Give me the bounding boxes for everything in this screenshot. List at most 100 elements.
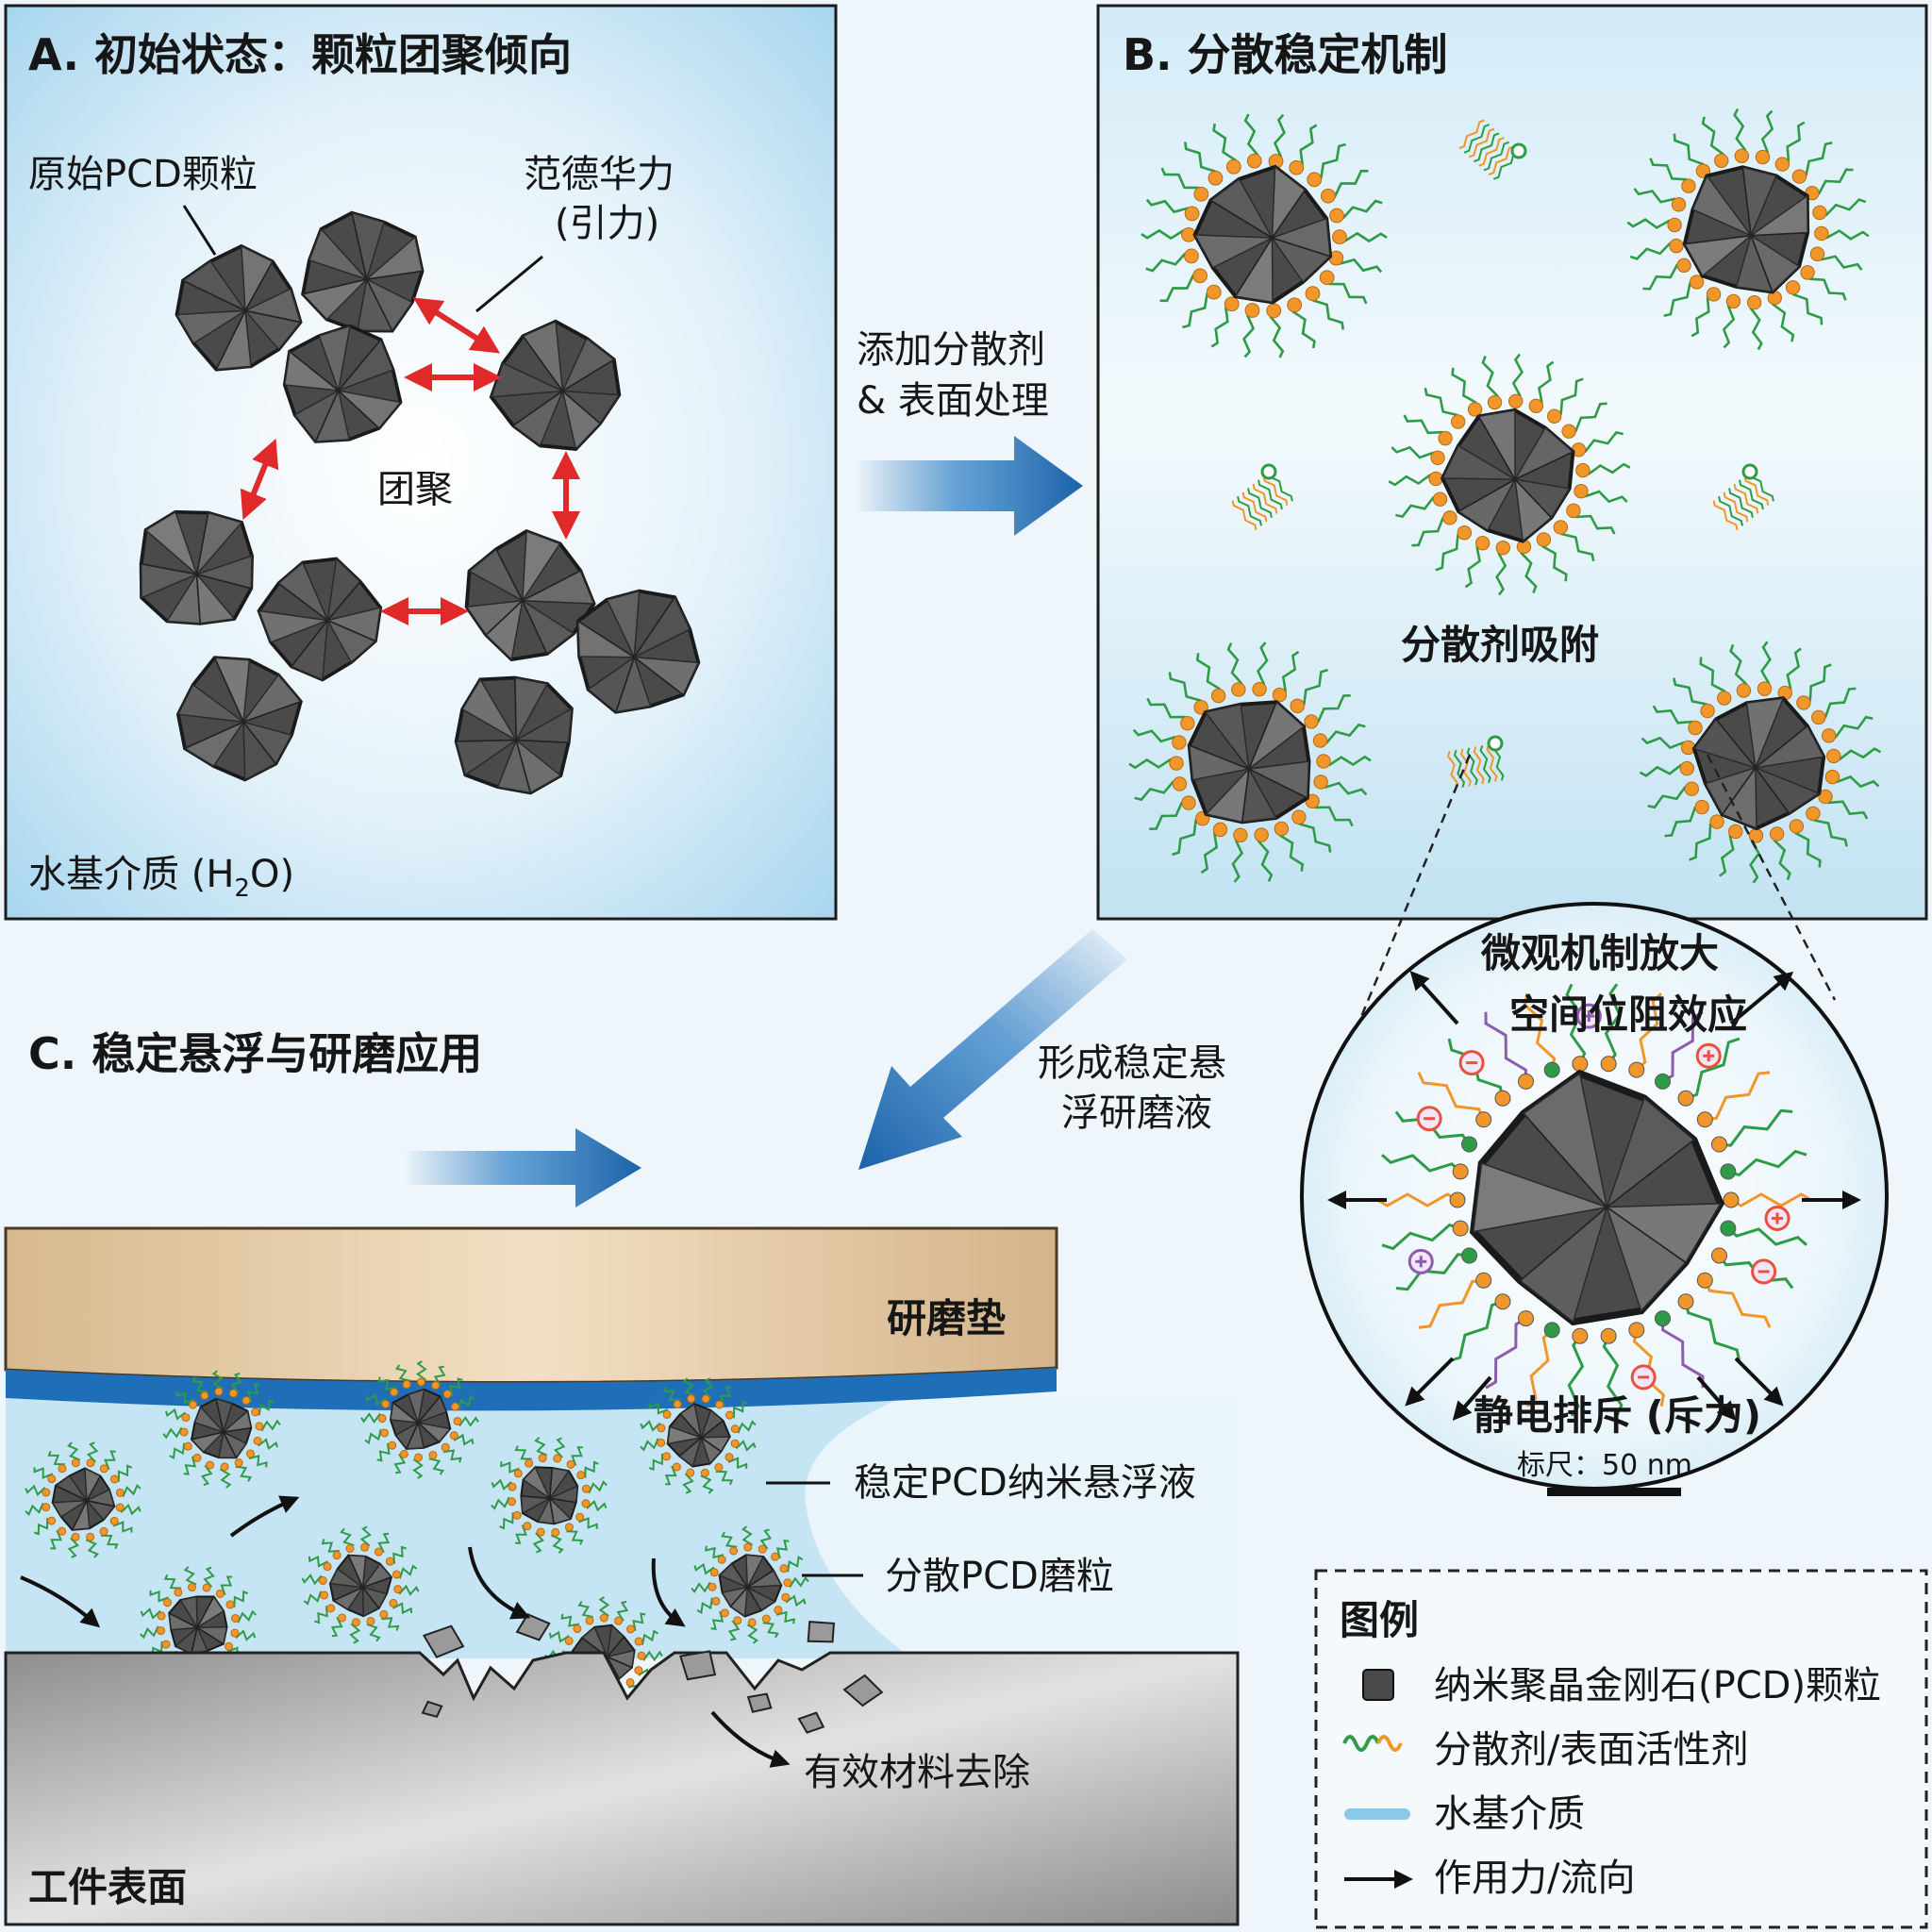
arrow-b-to-c: 形成稳定悬 浮研磨液 (858, 929, 1226, 1170)
panel-a-frame (4, 4, 838, 921)
label-polishing-pad: 研磨垫 (887, 1295, 1006, 1341)
label-form-suspension-1: 形成稳定悬 (1038, 1041, 1226, 1085)
repulsion-arrow (1729, 971, 1794, 1025)
debris-chip (421, 1700, 443, 1719)
arrow-a-to-b: 添加分散剂 & 表面处理 (854, 328, 1083, 536)
label-agglomeration: 团聚 (377, 468, 453, 511)
debris-chip (679, 1650, 717, 1681)
label-workpiece: 工件表面 (28, 1864, 187, 1910)
flow-arrow (710, 1710, 791, 1768)
panel-c-title: C. 稳定悬浮与研磨应用 (28, 1028, 482, 1079)
label-surface-treatment: & 表面处理 (857, 379, 1049, 423)
zoom-view: 微观机制放大 空间位阻效应 静电排斥 (斥力) 标尺：50 nm (1300, 754, 1889, 1496)
pcd-particle (1440, 408, 1575, 543)
free-surfactant (1231, 463, 1293, 531)
scale-label: 标尺：50 nm (1517, 1449, 1692, 1482)
pcd-particle (1192, 164, 1333, 305)
flow-arrow (20, 1575, 101, 1628)
label-form-suspension-2: 浮研磨液 (1061, 1091, 1212, 1135)
repulsion-arrow (1409, 971, 1459, 1025)
label-dispersant-adsorption: 分散剂吸附 (1401, 622, 1599, 668)
removed-debris (421, 1613, 884, 1734)
label-van-der-waals: 范德华力 (524, 153, 675, 196)
legend-label-force: 作用力/流向 (1434, 1857, 1635, 1900)
label-material-removal: 有效材料去除 (804, 1751, 1030, 1794)
pcd-particle (1682, 165, 1810, 294)
pcd-particle-icon (1362, 1669, 1394, 1701)
pcd-particle (168, 1595, 228, 1655)
coated-particle (1626, 108, 1870, 351)
flow-arrow (468, 1546, 531, 1620)
dispersed-particles (1128, 108, 1882, 884)
label-dispersed-abrasive: 分散PCD磨粒 (885, 1555, 1114, 1598)
zoom-title: 微观机制放大 (1480, 930, 1719, 976)
free-surfactants (1231, 119, 1774, 789)
pcd-particle (389, 1388, 452, 1451)
flow-arrow (651, 1557, 686, 1627)
debris-chip (797, 1711, 825, 1734)
legend-title: 图例 (1340, 1597, 1419, 1643)
blue-arrow-right (854, 436, 1083, 536)
label-water-medium: 水基介质 (H2O) (28, 853, 294, 903)
van-der-waals-arrows (240, 297, 580, 625)
legend-label-surfactant: 分散剂/表面活性剂 (1434, 1728, 1748, 1772)
suspension-meniscus (805, 1396, 1238, 1660)
label-steric-hindrance: 空间位阻效应 (1509, 991, 1747, 1038)
coated-particle (1639, 641, 1882, 884)
pcd-particle (718, 1554, 783, 1618)
free-surfactant (1447, 735, 1505, 789)
panel-a: A. 初始状态：颗粒团聚倾向 原始PCD颗粒 范德华力 (引力) 团聚 水基介质… (4, 4, 838, 921)
blue-arrow-diagonal (858, 929, 1127, 1170)
pcd-particle (489, 319, 622, 451)
leader-line (475, 255, 543, 313)
pad-water-film (6, 1368, 1057, 1411)
zoom-particle (1327, 971, 1861, 1422)
pcd-particle (520, 1465, 579, 1525)
pcd-particle (575, 589, 701, 714)
pcd-particle (175, 243, 303, 372)
coated-particle (640, 1377, 757, 1494)
coated-particle (25, 1441, 142, 1558)
workpiece-surface (4, 1651, 1240, 1926)
legend: 图例 纳米聚晶金刚石(PCD)颗粒 分散剂/表面活性剂 水基介质 作用力/流向 (1314, 1569, 1928, 1929)
legend-frame (1314, 1569, 1928, 1929)
panel-b: B. 分散稳定机制 分散剂吸附 (1096, 4, 1928, 921)
pcd-particle (328, 1554, 393, 1618)
coated-particle (162, 1370, 281, 1489)
repulsion-arrow (1452, 1375, 1492, 1422)
pcd-particle (175, 656, 303, 782)
debris-chip (807, 1621, 836, 1643)
repulsion-arrow (1734, 1357, 1784, 1407)
water-medium-icon (1344, 1808, 1410, 1820)
attraction-arrow (412, 297, 501, 354)
scale-bar (1547, 1488, 1681, 1496)
pcd-particle (51, 1467, 116, 1531)
label-electrostatic-repulsion: 静电排斥 (斥力) (1474, 1392, 1761, 1439)
panel-b-title: B. 分散稳定机制 (1123, 29, 1448, 80)
flow-arrows (20, 1495, 791, 1768)
flow-arrow-right (404, 1128, 641, 1208)
coated-particle (1388, 353, 1631, 596)
repulsion-arrow (1696, 1375, 1737, 1422)
repulsion-arrow (1405, 1357, 1455, 1407)
pcd-particle (257, 557, 383, 682)
debris-chip (746, 1692, 773, 1713)
coated-particle (360, 1360, 479, 1479)
coated-particle (691, 1525, 809, 1644)
coated-particle (301, 1525, 420, 1644)
legend-label-particle: 纳米聚晶金刚石(PCD)颗粒 (1434, 1664, 1881, 1707)
label-original-particle: 原始PCD颗粒 (28, 153, 258, 196)
coated-particle (1128, 641, 1372, 883)
pcd-particle (1469, 1069, 1724, 1326)
pcd-particle (190, 1397, 253, 1459)
polishing-pad (4, 1226, 1058, 1385)
debris-chip (842, 1674, 884, 1707)
pcd-particle (1187, 700, 1311, 824)
pcd-particle (666, 1402, 732, 1468)
pcd-particle (301, 210, 425, 333)
panel-a-title: A. 初始状态：颗粒团聚倾向 (28, 29, 572, 80)
debris-chip (422, 1624, 465, 1658)
attraction-arrow (240, 438, 279, 521)
coated-particle (491, 1437, 608, 1554)
